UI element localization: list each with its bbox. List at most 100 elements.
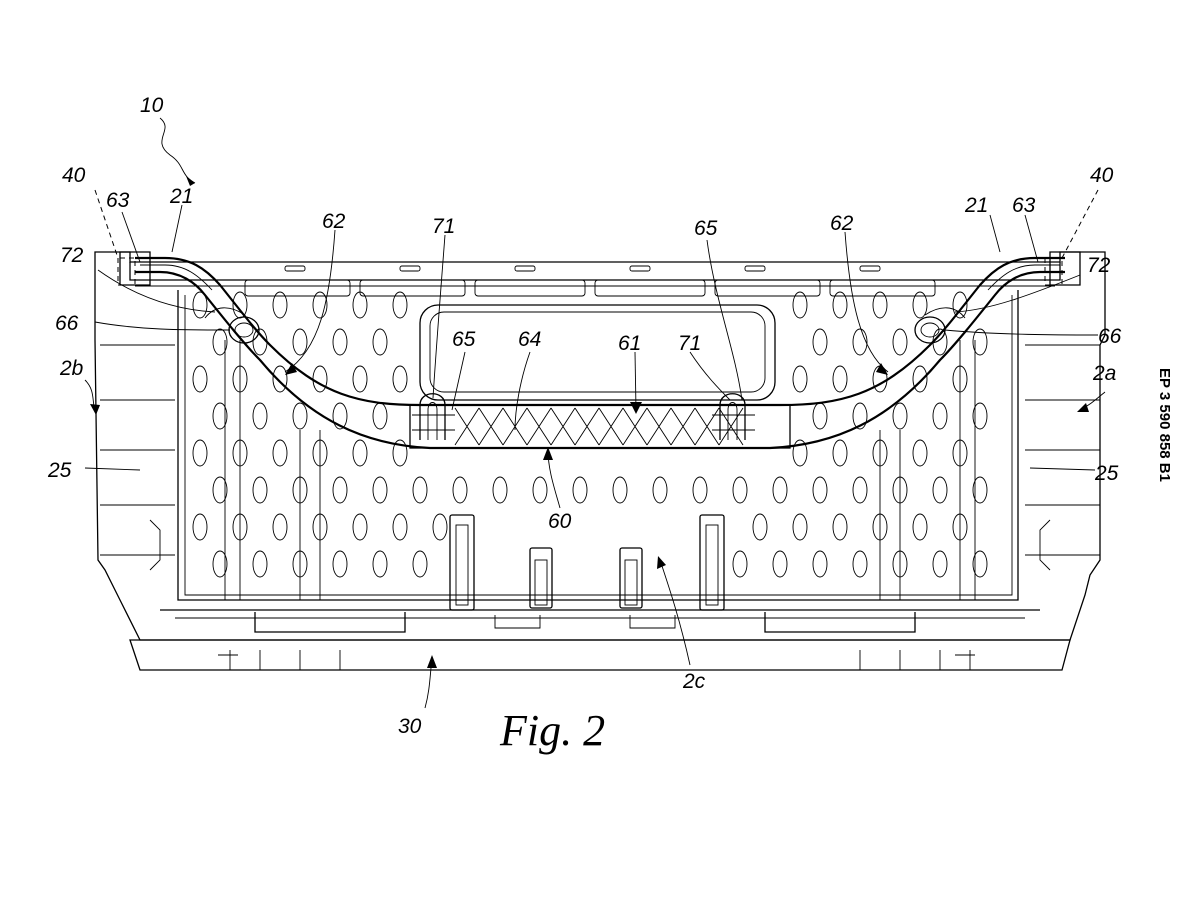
perforation-63: [612, 476, 628, 504]
perforation-87: [252, 550, 268, 578]
perforation-2: [272, 291, 288, 319]
perforation-67: [772, 476, 788, 504]
perforation-33: [252, 402, 268, 430]
label-60: 60: [548, 510, 572, 533]
perforation-10: [952, 291, 968, 319]
label-62-right: 62: [830, 212, 854, 235]
perforation-24: [312, 365, 328, 393]
leader-lines: [84, 117, 1106, 709]
perforation-95: [852, 550, 868, 578]
perforation-23: [272, 365, 288, 393]
perforation-3: [312, 291, 328, 319]
perforation-51: [912, 439, 928, 467]
perforation-65: [692, 476, 708, 504]
perforation-54: [252, 476, 268, 504]
perforation-40: [932, 402, 948, 430]
perforation-64: [652, 476, 668, 504]
handle-60: [119, 251, 1081, 450]
perforation-50: [872, 439, 888, 467]
perforation-36: [372, 402, 388, 430]
perforation-38: [852, 402, 868, 430]
label-66-right: 66: [1098, 325, 1122, 348]
perforation-86: [212, 550, 228, 578]
hook-left: [412, 393, 455, 440]
perforation-84: [912, 513, 928, 541]
figure-caption: Fig. 2: [499, 706, 605, 755]
perforation-55: [292, 476, 308, 504]
hook-right: [712, 393, 755, 440]
label-65-top: 65: [694, 217, 718, 240]
perforation-25: [352, 365, 368, 393]
perforation-30: [912, 365, 928, 393]
perforation-13: [292, 328, 308, 356]
perforation-39: [892, 402, 908, 430]
perforation-0: [192, 291, 208, 319]
perforation-78: [392, 513, 408, 541]
perforation-41: [972, 402, 988, 430]
label-25-right: 25: [1094, 462, 1119, 485]
label-65-left: 65: [452, 328, 476, 351]
perforation-80: [752, 513, 768, 541]
perforation-73: [192, 513, 208, 541]
perforation-74: [232, 513, 248, 541]
perforation-21: [192, 365, 208, 393]
perforation-97: [932, 550, 948, 578]
perforation-9: [912, 291, 928, 319]
perforation-16: [812, 328, 828, 356]
perforation-59: [452, 476, 468, 504]
perforation-26: [392, 365, 408, 393]
label-21-left: 21: [169, 185, 193, 208]
perforation-4: [352, 291, 368, 319]
label-2a: 2a: [1092, 362, 1116, 385]
perforation-92: [732, 550, 748, 578]
perforation-62: [572, 476, 588, 504]
perforation-28: [832, 365, 848, 393]
perforation-44: [272, 439, 288, 467]
perforation-45: [312, 439, 328, 467]
label-71-right: 71: [678, 332, 701, 355]
label-25-left: 25: [47, 459, 72, 482]
grip-64-lattice: [409, 404, 791, 449]
reference-labels: 10 40 63 21 62 71 65 62 21 63 40 72 72 6…: [47, 94, 1122, 738]
perforation-53: [212, 476, 228, 504]
perforation-8: [872, 291, 888, 319]
perforation-70: [892, 476, 908, 504]
perforation-27: [792, 365, 808, 393]
perforation-37: [812, 402, 828, 430]
perforation-11: [212, 328, 228, 356]
perforation-96: [892, 550, 908, 578]
perforation-58: [412, 476, 428, 504]
perforation-88: [292, 550, 308, 578]
perforation-47: [392, 439, 408, 467]
perforation-34: [292, 402, 308, 430]
perforation-75: [272, 513, 288, 541]
perforation-57: [372, 476, 388, 504]
perforation-89: [332, 550, 348, 578]
label-66-left: 66: [55, 312, 79, 335]
wall-perforations: [192, 291, 988, 578]
perforation-52: [952, 439, 968, 467]
perforation-7: [832, 291, 848, 319]
label-64: 64: [518, 328, 541, 351]
label-71-left: 71: [432, 215, 455, 238]
perforation-68: [812, 476, 828, 504]
perforation-66: [732, 476, 748, 504]
label-40-right: 40: [1090, 164, 1114, 187]
perforation-85: [952, 513, 968, 541]
perforation-94: [812, 550, 828, 578]
perforation-98: [972, 550, 988, 578]
perforation-93: [772, 550, 788, 578]
perforation-81: [792, 513, 808, 541]
perforation-22: [232, 365, 248, 393]
perforation-69: [852, 476, 868, 504]
label-30: 30: [398, 715, 422, 738]
perforation-83: [872, 513, 888, 541]
perforation-46: [352, 439, 368, 467]
frame-40-dashed: [94, 189, 1099, 286]
perforation-56: [332, 476, 348, 504]
perforation-79: [432, 513, 448, 541]
label-72-right: 72: [1087, 254, 1111, 277]
perforation-35: [332, 402, 348, 430]
perforation-14: [332, 328, 348, 356]
perforation-43: [232, 439, 248, 467]
